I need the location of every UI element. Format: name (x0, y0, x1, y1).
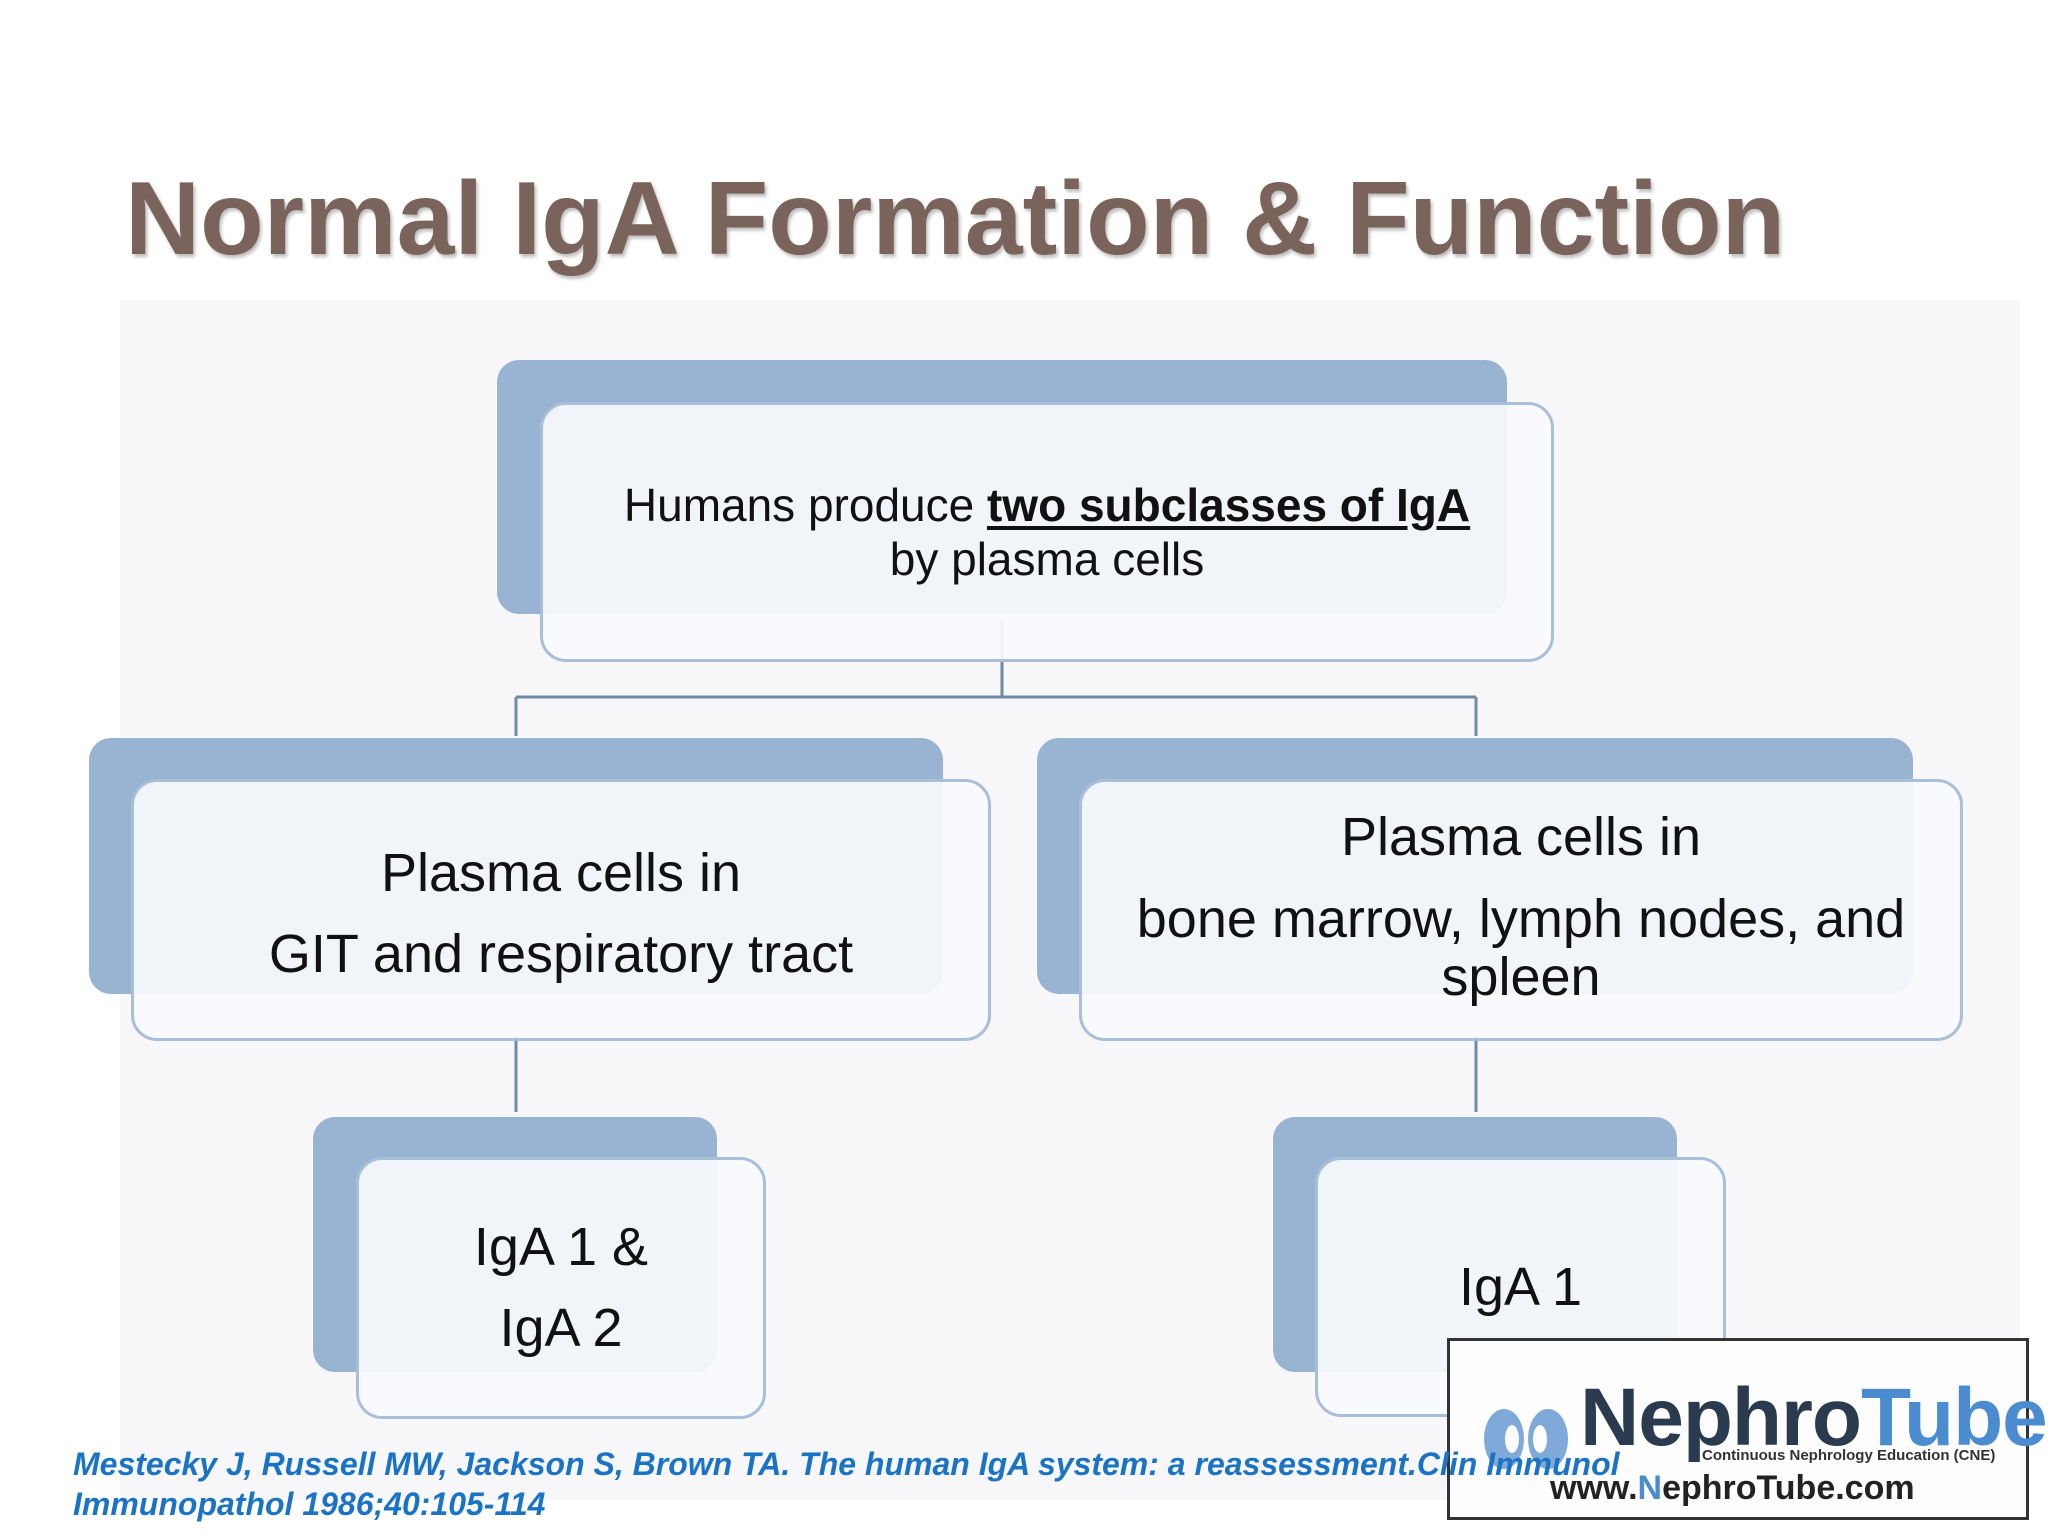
left-node-line2: GIT and respiratory tract (268, 924, 854, 984)
logo-wordmark: NephroTube (1580, 1372, 2048, 1463)
root-node-line2: by plasma cells (889, 533, 1205, 585)
right-node-line2: bone marrow, lymph nodes, and (1136, 889, 1906, 949)
citation: Mestecky J, Russell MW, Jackson S, Brown… (73, 1446, 1620, 1522)
right-child-node-line1: IgA 1 (1458, 1257, 1583, 1317)
root-node-emphasis: two subclasses of IgA (986, 479, 1471, 531)
left-child-node-line2: IgA 2 (499, 1298, 623, 1358)
right-node-box: Plasma cells in bone marrow, lymph nodes… (1079, 779, 1963, 1041)
left-node-line1: Plasma cells in (380, 843, 742, 903)
right-node-line3: spleen (1441, 947, 1601, 1007)
nephrotube-logo: NephroTube Continuous Nephrology Educati… (1447, 1338, 2048, 1520)
left-child-node-line1: IgA 1 & (473, 1217, 649, 1277)
logo-url: www.NephroTube.com (1550, 1469, 1915, 1507)
slide-title: Normal IgA Formation & Function (125, 161, 1786, 277)
right-node-line1: Plasma cells in (1340, 807, 1702, 867)
kidney-icon (1484, 1409, 1568, 1469)
root-node-line1: Humans produce two subclasses of IgA (623, 479, 1471, 531)
left-node-box: Plasma cells in GIT and respiratory trac… (131, 779, 991, 1041)
logo-tagline: Continuous Nephrology Education (CNE) (1702, 1447, 1996, 1464)
left-child-node-box: IgA 1 & IgA 2 (356, 1157, 766, 1419)
root-node-box: Humans produce two subclasses of IgA by … (540, 402, 1554, 662)
